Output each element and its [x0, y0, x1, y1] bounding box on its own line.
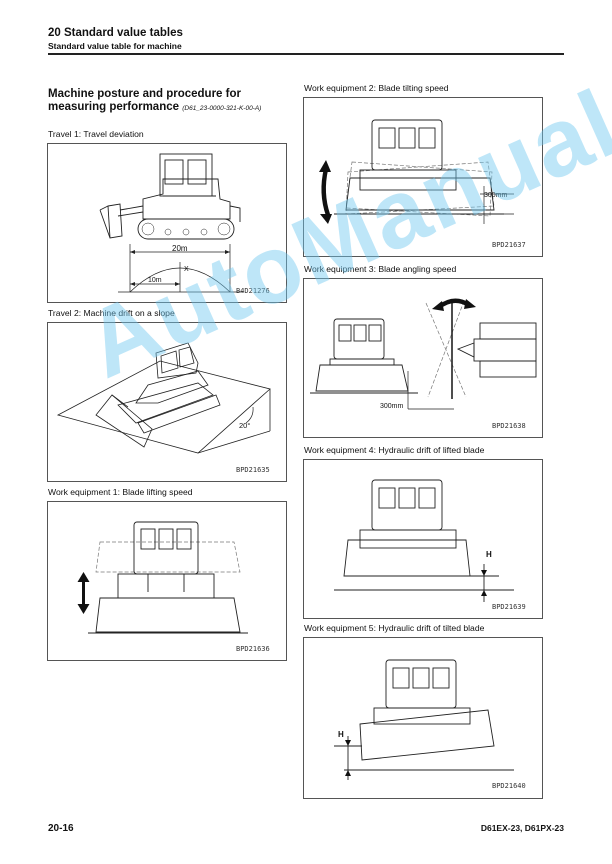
figure-blade-lifting: BPD21636: [47, 501, 287, 661]
section-title-text: Machine posture and procedure for measur…: [48, 88, 241, 113]
dimension-label-x: X: [184, 266, 189, 273]
dimension-label-300mm: 300mm: [380, 403, 404, 410]
figure-caption-work-5: Work equipment 5: Hydraulic drift of til…: [304, 623, 485, 633]
bulldozer-on-slope-drawing: [56, 342, 271, 454]
blade-lifting-drawing: [77, 521, 248, 634]
bulldozer-side-view-drawing: [99, 153, 243, 293]
dimension-label-h: H: [486, 550, 492, 559]
tilted-blade-drawing: [334, 659, 514, 780]
model-number: D61EX-23, D61PX-23: [480, 823, 564, 833]
figure-caption-travel-2: Travel 2: Machine drift on a slope: [48, 308, 175, 318]
dimension-label-10m: 10m: [148, 277, 162, 284]
figure-code: BPD21635: [236, 466, 270, 474]
header-title: 20 Standard value tables: [48, 27, 183, 39]
figure-caption-work-2: Work equipment 2: Blade tilting speed: [304, 83, 449, 93]
dimension-label-20m: 20m: [172, 244, 188, 253]
figure-caption-work-3: Work equipment 3: Blade angling speed: [304, 264, 457, 274]
figure-blade-tilting: 300mm BPD21637: [303, 97, 543, 257]
figure-code: BPD21638: [492, 422, 526, 430]
figure-code: BPD21636: [236, 645, 270, 653]
section-code: (D61_23-0000-321-K-00-A): [182, 105, 262, 112]
figure-code: B4D21276: [236, 287, 270, 295]
dimension-label-300mm: 300mm: [484, 192, 508, 199]
lifted-blade-drawing: [334, 479, 514, 602]
figure-caption-work-1: Work equipment 1: Blade lifting speed: [48, 487, 193, 497]
header-rule: [48, 53, 564, 55]
section-title: Machine posture and procedure for measur…: [48, 88, 288, 115]
blade-angling-drawing: [310, 298, 537, 410]
slope-angle-label: 20°: [239, 421, 251, 430]
page-number: 20-16: [48, 823, 74, 834]
figure-drift-tilted-blade: H BPD21640: [303, 637, 543, 799]
figure-blade-angling: 300mm BPD21638: [303, 278, 543, 438]
header-subtitle: Standard value table for machine: [48, 41, 182, 51]
figure-code: BPD21640: [492, 782, 526, 790]
figure-travel-deviation: 20m 10m X B4D21276: [47, 143, 287, 303]
figure-drift-lifted-blade: H BPD21639: [303, 459, 543, 619]
blade-tilting-drawing: [319, 119, 514, 224]
figure-caption-work-4: Work equipment 4: Hydraulic drift of lif…: [304, 445, 485, 455]
figure-caption-travel-1: Travel 1: Travel deviation: [48, 129, 144, 139]
figure-code: BPD21637: [492, 241, 526, 249]
figure-code: BPD21639: [492, 603, 526, 611]
figure-drift-on-slope: 20° BPD21635: [47, 322, 287, 482]
dimension-label-h: H: [338, 730, 344, 739]
